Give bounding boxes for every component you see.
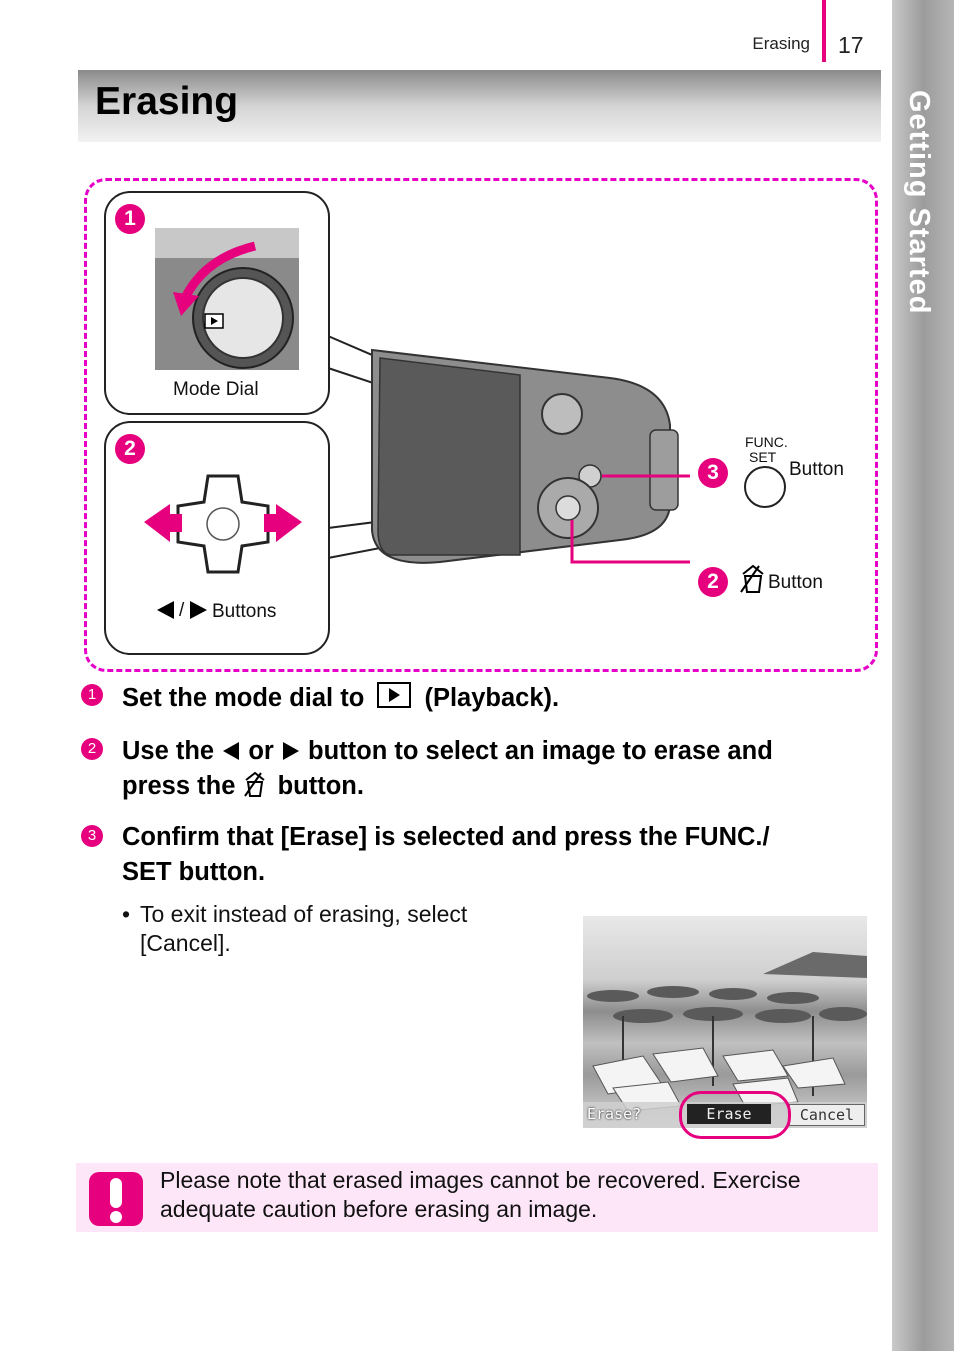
func-set-icon-bottom: SET bbox=[749, 449, 777, 465]
step-1-badge: 1 bbox=[81, 684, 103, 706]
side-tab bbox=[892, 0, 954, 1351]
step-2-text-b: button to select an image to erase and bbox=[308, 737, 773, 765]
func-set-callout-label: Button bbox=[789, 459, 844, 480]
left-triangle-icon bbox=[156, 600, 176, 620]
step-2-badge: 2 bbox=[81, 738, 103, 760]
page-number: 17 bbox=[838, 32, 864, 58]
rotate-arrow-icon bbox=[180, 241, 257, 301]
callout-mode-dial-label: Mode Dial bbox=[173, 379, 259, 400]
func-set-icon-text: FUNC. SET bbox=[745, 435, 788, 465]
title-bar bbox=[78, 70, 881, 142]
step-2-text-or: or bbox=[248, 737, 274, 765]
left-arrow-icon bbox=[144, 504, 182, 542]
step-3-line1: Confirm that [Erase] is selected and pre… bbox=[122, 823, 770, 851]
illustration-frame bbox=[84, 178, 878, 672]
right-arrow-glyph-icon bbox=[281, 734, 301, 769]
callout-arrows-separator: / bbox=[179, 600, 185, 621]
lcd-erase-prompt: Erase? bbox=[587, 1105, 642, 1123]
camera-lcd bbox=[377, 357, 521, 556]
func-set-button-icon bbox=[744, 466, 786, 508]
callout-mode-dial-badge: 1 bbox=[115, 204, 145, 234]
step-2-text-d: button. bbox=[277, 772, 364, 800]
caution-icon bbox=[89, 1172, 143, 1226]
left-arrow-glyph-icon bbox=[221, 734, 241, 769]
note-line2: [Cancel]. bbox=[140, 930, 231, 956]
camera-set-center bbox=[555, 495, 581, 521]
step-3-badge: 3 bbox=[81, 825, 103, 847]
lcd-cancel-option: Cancel bbox=[789, 1104, 865, 1126]
camera-strap-mount bbox=[649, 429, 679, 511]
step-1-text-a: Set the mode dial to bbox=[122, 684, 365, 712]
step-2-text: Use the or button to select an image to … bbox=[122, 734, 882, 804]
side-tab-label-wrap: Getting Started bbox=[893, 90, 953, 350]
caution-text: Please note that erased images cannot be… bbox=[160, 1166, 875, 1224]
side-tab-label: Getting Started bbox=[903, 90, 935, 315]
caution-box bbox=[76, 1163, 878, 1232]
note-line1: To exit instead of erasing, select bbox=[140, 901, 468, 927]
header-section-label: Erasing bbox=[752, 34, 810, 53]
lcd-erase-option: Erase bbox=[687, 1104, 771, 1124]
mode-dial-photo bbox=[155, 228, 299, 370]
step-3-text: Confirm that [Erase] is selected and pre… bbox=[122, 820, 882, 890]
erase-glyph-icon bbox=[242, 769, 270, 804]
header-divider bbox=[822, 0, 826, 62]
erase-callout-label: Button bbox=[768, 572, 823, 593]
caution-line2: adequate caution before erasing an image… bbox=[160, 1196, 598, 1222]
dpad-illustration bbox=[144, 474, 302, 574]
caution-line1: Please note that erased images cannot be… bbox=[160, 1167, 801, 1193]
camera-illustration bbox=[327, 334, 690, 564]
note-bullet: • bbox=[122, 901, 131, 927]
callout-arrows-badge: 2 bbox=[115, 434, 145, 464]
func-set-icon-top: FUNC. bbox=[745, 434, 788, 450]
erase-highlight-ring bbox=[679, 1091, 791, 1139]
camera-mode-dial bbox=[541, 393, 583, 435]
step-3-line2: SET button. bbox=[122, 858, 266, 886]
erase-callout-badge: 2 bbox=[698, 567, 728, 597]
page-title: Erasing bbox=[95, 80, 239, 123]
leader-erase bbox=[570, 520, 690, 564]
playback-icon bbox=[377, 682, 412, 708]
step-1-text: Set the mode dial to (Playback). bbox=[122, 681, 559, 716]
func-set-callout-badge: 3 bbox=[698, 458, 728, 488]
right-triangle-icon bbox=[188, 600, 208, 620]
note: • To exit instead of erasing, select [Ca… bbox=[122, 900, 542, 958]
step-1-text-b: (Playback). bbox=[424, 684, 560, 712]
trash-icon bbox=[740, 564, 764, 593]
callout-arrows-label: Buttons bbox=[212, 601, 277, 622]
step-2-text-a: Use the bbox=[122, 737, 215, 765]
right-arrow-icon bbox=[264, 504, 302, 542]
step-2-text-c: press the bbox=[122, 772, 236, 800]
